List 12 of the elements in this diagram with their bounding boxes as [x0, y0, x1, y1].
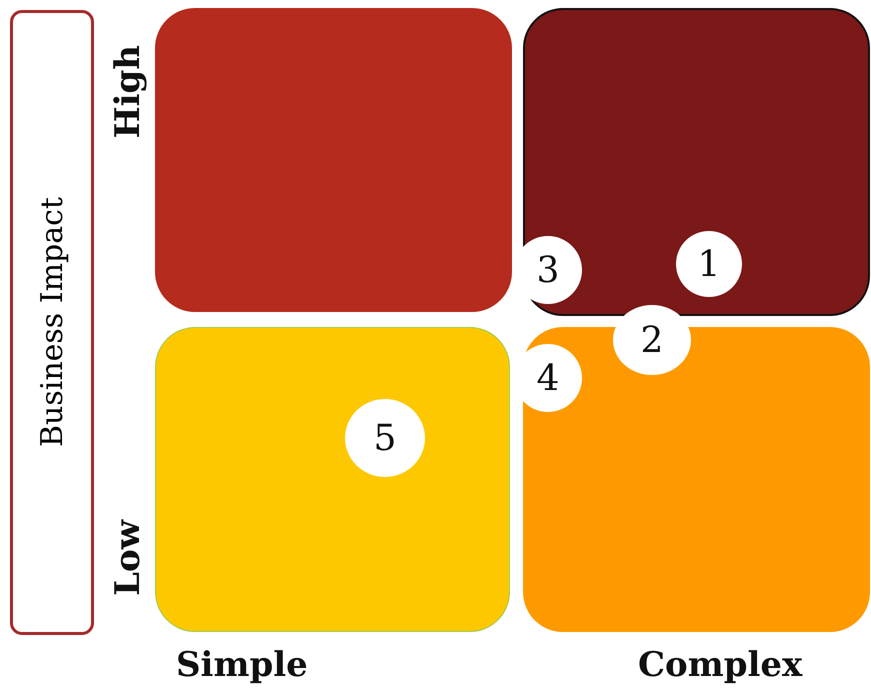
quadrant-panel — [523, 327, 870, 632]
quadrant-panel — [155, 8, 512, 312]
axis-tick-label: High — [108, 45, 148, 139]
quadrant-panel — [523, 8, 870, 316]
numbered-circle: 5 — [345, 399, 425, 477]
axis-title-frame — [10, 10, 94, 635]
axis-tick-label: Simple — [176, 645, 308, 685]
numbered-circle: 1 — [676, 231, 742, 297]
axis-tick-label: Low — [108, 520, 148, 596]
axis-tick-label: Complex — [638, 645, 802, 685]
axis-title: Business Impact — [34, 197, 70, 448]
quadrant-panel — [155, 327, 510, 632]
